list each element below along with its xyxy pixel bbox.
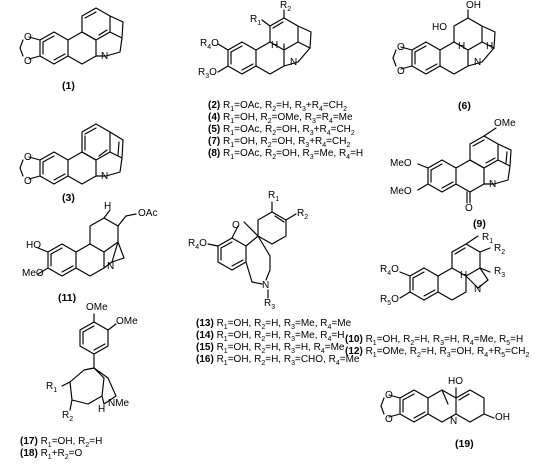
atom-R1: R1 [46, 381, 58, 394]
atom-O: O [24, 56, 32, 67]
atom-R1: R1 [482, 232, 494, 245]
text-line: (4) R1=OH, R2=OMe, R3=R4=Me [208, 112, 353, 125]
atom-R3: R3 [494, 266, 506, 279]
compound-label-19: (19) [455, 438, 474, 450]
structure-13-16 [207, 201, 297, 299]
atom-N: N [474, 284, 482, 295]
atom-R2: R2 [280, 0, 292, 13]
text-line: (17) R1=OH, R2=H [20, 436, 103, 449]
text-line: (18) R1+R2=O [20, 448, 83, 461]
structure-10-12 [399, 235, 491, 301]
atom-MeO: MeO [22, 268, 44, 279]
atom-R4O: R4O [188, 238, 207, 251]
text-line: (16) R1=OH, R2=H, R3=CHO, R4=Me [196, 354, 360, 367]
text-line: (13) R1=OH, R2=H, R3=Me, R4=Me [196, 318, 352, 331]
atom-R3: R3 [264, 298, 276, 311]
atom-O: O [397, 66, 405, 77]
text-line: (7) R1=OH, R2=OH, R3+R4=CH2 [208, 136, 351, 149]
atom-N: N [101, 51, 109, 62]
structure-9 [417, 127, 512, 204]
compound-label-11: (11) [58, 292, 77, 304]
atom-R4O: R4O [380, 264, 399, 277]
structure-3 [19, 123, 124, 185]
atom-R2: R2 [62, 410, 74, 423]
atom-R1: R1 [250, 14, 262, 27]
atom-R3O: R3O [198, 67, 217, 80]
atom-H: H [458, 41, 466, 52]
atom-H: H [104, 201, 112, 212]
atom-OMe: OMe [494, 118, 516, 129]
atom-HO: HO [448, 376, 463, 387]
atom-HO: HO [432, 22, 447, 33]
compound-label-6: (6) [458, 100, 471, 112]
compound-label-3: (3) [62, 192, 75, 204]
atom-MeO: MeO [390, 186, 412, 197]
atom-N: N [450, 416, 458, 427]
atom-OAc: OAc [138, 208, 158, 219]
atom-OH: OH [495, 412, 510, 423]
text-line: (15) R1=OH, R2=H, R3=H, R4=Me [196, 342, 345, 355]
compound-label-9: (9) [473, 218, 486, 230]
atom-MeO: MeO [390, 158, 412, 169]
atom-R1: R1 [268, 190, 280, 203]
atom-O: O [397, 42, 405, 53]
atom-O: O [24, 32, 32, 43]
atom-R2: R2 [494, 243, 506, 256]
atom-N: N [101, 171, 109, 182]
text-line: (5) R1=OAc, R2=OH, R3+R4=CH2 [208, 124, 355, 137]
atom-O: O [385, 414, 393, 425]
atom-N: N [474, 57, 482, 68]
text-line: (2) R1=OAc, R2=H, R3+R4=CH2 [208, 100, 348, 113]
text-line: (12) R1=OMe, R2=H, R3=OH, R4+R5=CH2 [345, 346, 530, 359]
atom-O: O [465, 203, 473, 214]
atom-O: O [24, 176, 32, 187]
structure-2-8 [217, 9, 312, 75]
atom-R2: R2 [297, 208, 309, 221]
atom-N: N [107, 261, 115, 272]
atom-N: N [489, 179, 497, 190]
text-line: (10) R1=OH, R2=H, R3=H, R4=Me, R5=H [345, 334, 524, 347]
atom-N: N [290, 57, 298, 68]
atom-OMe: OMe [116, 316, 138, 327]
structure-6 [392, 9, 496, 75]
atom-H: H [98, 404, 106, 415]
structure-1 [19, 7, 124, 65]
atom-OMe: OMe [86, 302, 108, 313]
text-line: (8) R1=OAc, R2=OH, R3=Me, R4=H [208, 148, 364, 161]
atom-H: H [271, 40, 279, 51]
compound-label-1: (1) [62, 80, 75, 92]
atom-R4O: R4O [200, 38, 219, 51]
atom-O: O [24, 152, 32, 163]
structure-19 [380, 387, 495, 423]
atom-OH: OH [466, 0, 481, 11]
text-line: (14) R1=OH, R2=H, R3=Me, R4=H [196, 330, 345, 343]
atom-H: H [460, 270, 468, 281]
structure-17-18 [61, 313, 117, 411]
atom-HO: HO [26, 240, 41, 251]
atom-R5O: R5O [380, 294, 399, 307]
atom-H: H [486, 41, 494, 52]
structure-11 [37, 209, 137, 277]
atom-NMe: NMe [108, 398, 130, 409]
atom-N: N [262, 280, 270, 291]
atom-O: O [232, 220, 240, 231]
atom-O: O [385, 390, 393, 401]
